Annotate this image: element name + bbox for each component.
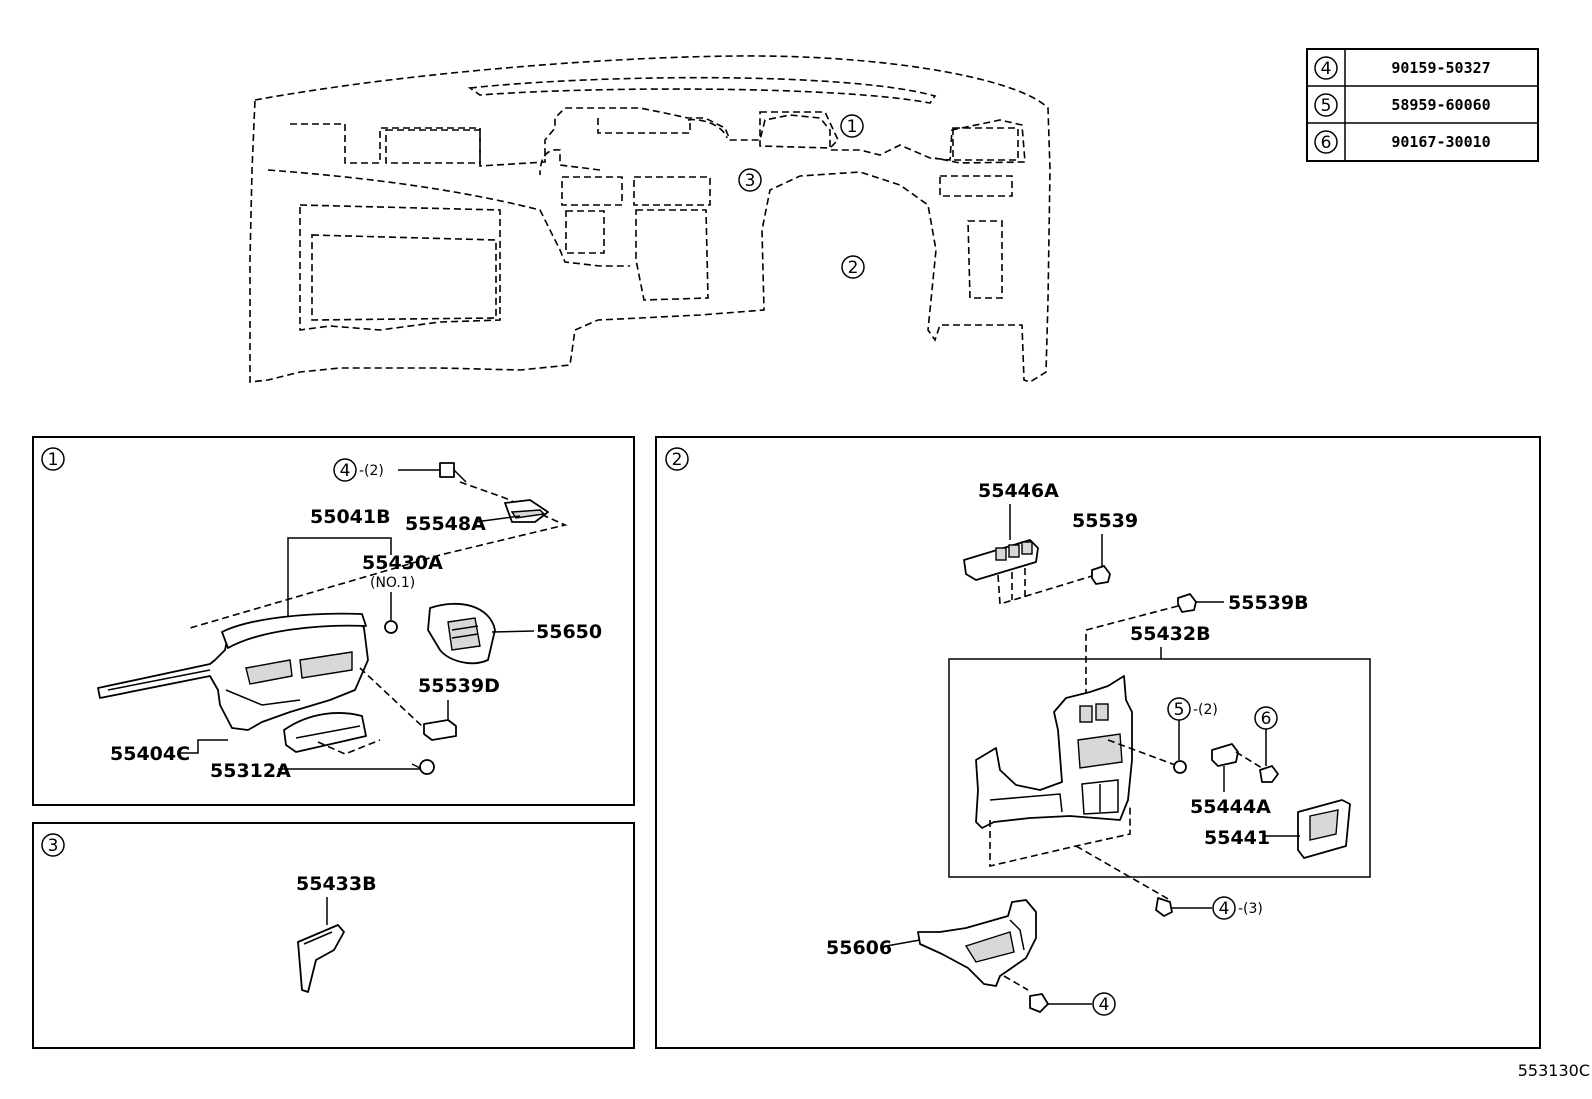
ref-circle: [1314, 93, 1338, 117]
part-55312A: 55312A: [210, 712, 435, 782]
part-55539: 55539: [1072, 510, 1138, 585]
screw-4a-icon: [1155, 897, 1173, 917]
screw-5-icon: [1173, 760, 1187, 774]
svg-text:-(2): -(2): [359, 463, 384, 479]
fastener-row-4: 4 90159-50327: [1314, 56, 1491, 80]
part-55606: 55606: [826, 899, 1037, 991]
label-55041B: 55041B: [310, 506, 391, 528]
label-55430A: 55430A: [362, 552, 443, 574]
part-55444A: 55444A: [1190, 743, 1271, 818]
part-55433B: 55433B: [296, 873, 377, 993]
svg-text:-(2): -(2): [1193, 702, 1218, 718]
panel-number: 3: [48, 836, 59, 856]
dashboard-overview: 1 3 2: [249, 55, 1051, 383]
panel-number: 2: [672, 450, 683, 470]
svg-text:4: 4: [1099, 995, 1110, 1015]
part-55548A: 55548A: [405, 499, 549, 535]
screw-4a-callout: 4 -(3): [1155, 896, 1263, 920]
sub-box-55432B: [948, 658, 1371, 878]
label-group-55041B: 55041B: [287, 506, 392, 622]
fastener-part-number: 90159-50327: [1391, 59, 1490, 77]
fastener-part-number: 58959-60060: [1391, 96, 1490, 114]
overview-callout-3: 3: [738, 168, 762, 192]
svg-text:5: 5: [1174, 700, 1185, 720]
panel-3-frame: [32, 822, 635, 1049]
panel-2: 2 55446A 55539 55539B 5543: [655, 436, 1541, 1049]
svg-text:4: 4: [340, 461, 351, 481]
label-55650: 55650: [536, 621, 602, 643]
screw-4b-icon: [1029, 993, 1049, 1013]
label-55606: 55606: [826, 937, 892, 959]
label-55432B: 55432B: [1130, 623, 1211, 645]
label-55539: 55539: [1072, 510, 1138, 532]
screw-4-icon: [439, 462, 467, 483]
fastener-table: 4 90159-50327 5 58959-60060 6 90167-3001…: [1306, 48, 1539, 162]
screw-6-icon: [1259, 765, 1279, 783]
label-55404C: 55404C: [110, 743, 190, 765]
overview-callout-2: 2: [841, 255, 865, 279]
fastener-ref: 4: [1321, 59, 1332, 79]
panel-number: 1: [48, 450, 59, 470]
label-55444A: 55444A: [1190, 796, 1271, 818]
panel-2-frame: [655, 436, 1541, 1049]
dashboard-outline: [249, 55, 1051, 383]
screw-4-callout: 4 -(2): [333, 458, 440, 482]
ref-circle: [1314, 130, 1338, 154]
label-55539D: 55539D: [418, 675, 500, 697]
label-55430A-note: (NO.1): [370, 575, 415, 591]
panel-1-frame: [32, 436, 635, 806]
screw-5-callout: 5 -(2): [1167, 697, 1218, 774]
part-55650: 55650: [427, 602, 602, 665]
screw-4b-callout: 4: [1029, 992, 1116, 1016]
fastener-table-frame: [1306, 48, 1539, 162]
diagram-id: 553130C: [1518, 1061, 1590, 1080]
svg-text:1: 1: [847, 117, 858, 137]
label-55312A: 55312A: [210, 760, 291, 782]
label-55446A: 55446A: [978, 480, 1059, 502]
svg-text:3: 3: [745, 171, 756, 191]
svg-text:6: 6: [1261, 709, 1272, 729]
label-55441: 55441: [1204, 827, 1270, 849]
overview-callout-1: 1: [840, 114, 864, 138]
fastener-part-number: 90167-30010: [1391, 133, 1490, 151]
part-55539B: 55539B: [1085, 592, 1309, 710]
fastener-row-5: 5 58959-60060: [1314, 93, 1491, 117]
part-55404C: 55404C: [97, 612, 369, 765]
panel-3: 3 55433B: [32, 822, 635, 1049]
part-55446A: 55446A: [963, 480, 1093, 606]
panel-1: 1 4 -(2) 55548A 55041B 55430A (NO.: [32, 436, 635, 806]
svg-text:2: 2: [848, 258, 859, 278]
fastener-ref: 6: [1321, 133, 1332, 153]
fastener-ref: 5: [1321, 96, 1332, 116]
label-55433B: 55433B: [296, 873, 377, 895]
part-55430A: 55430A (NO.1): [362, 552, 443, 634]
part-55432B: 55432B: [948, 623, 1371, 901]
label-55539B: 55539B: [1228, 592, 1309, 614]
label-55548A: 55548A: [405, 513, 486, 535]
svg-text:-(3): -(3): [1238, 901, 1263, 917]
screw-6-callout: 6: [1254, 706, 1279, 783]
fastener-row-6: 6 90167-30010: [1314, 130, 1491, 154]
part-55441: 55441: [1204, 799, 1351, 859]
part-55539D: 55539D: [359, 667, 500, 741]
svg-text:4: 4: [1219, 899, 1230, 919]
ref-circle: [1314, 56, 1338, 80]
